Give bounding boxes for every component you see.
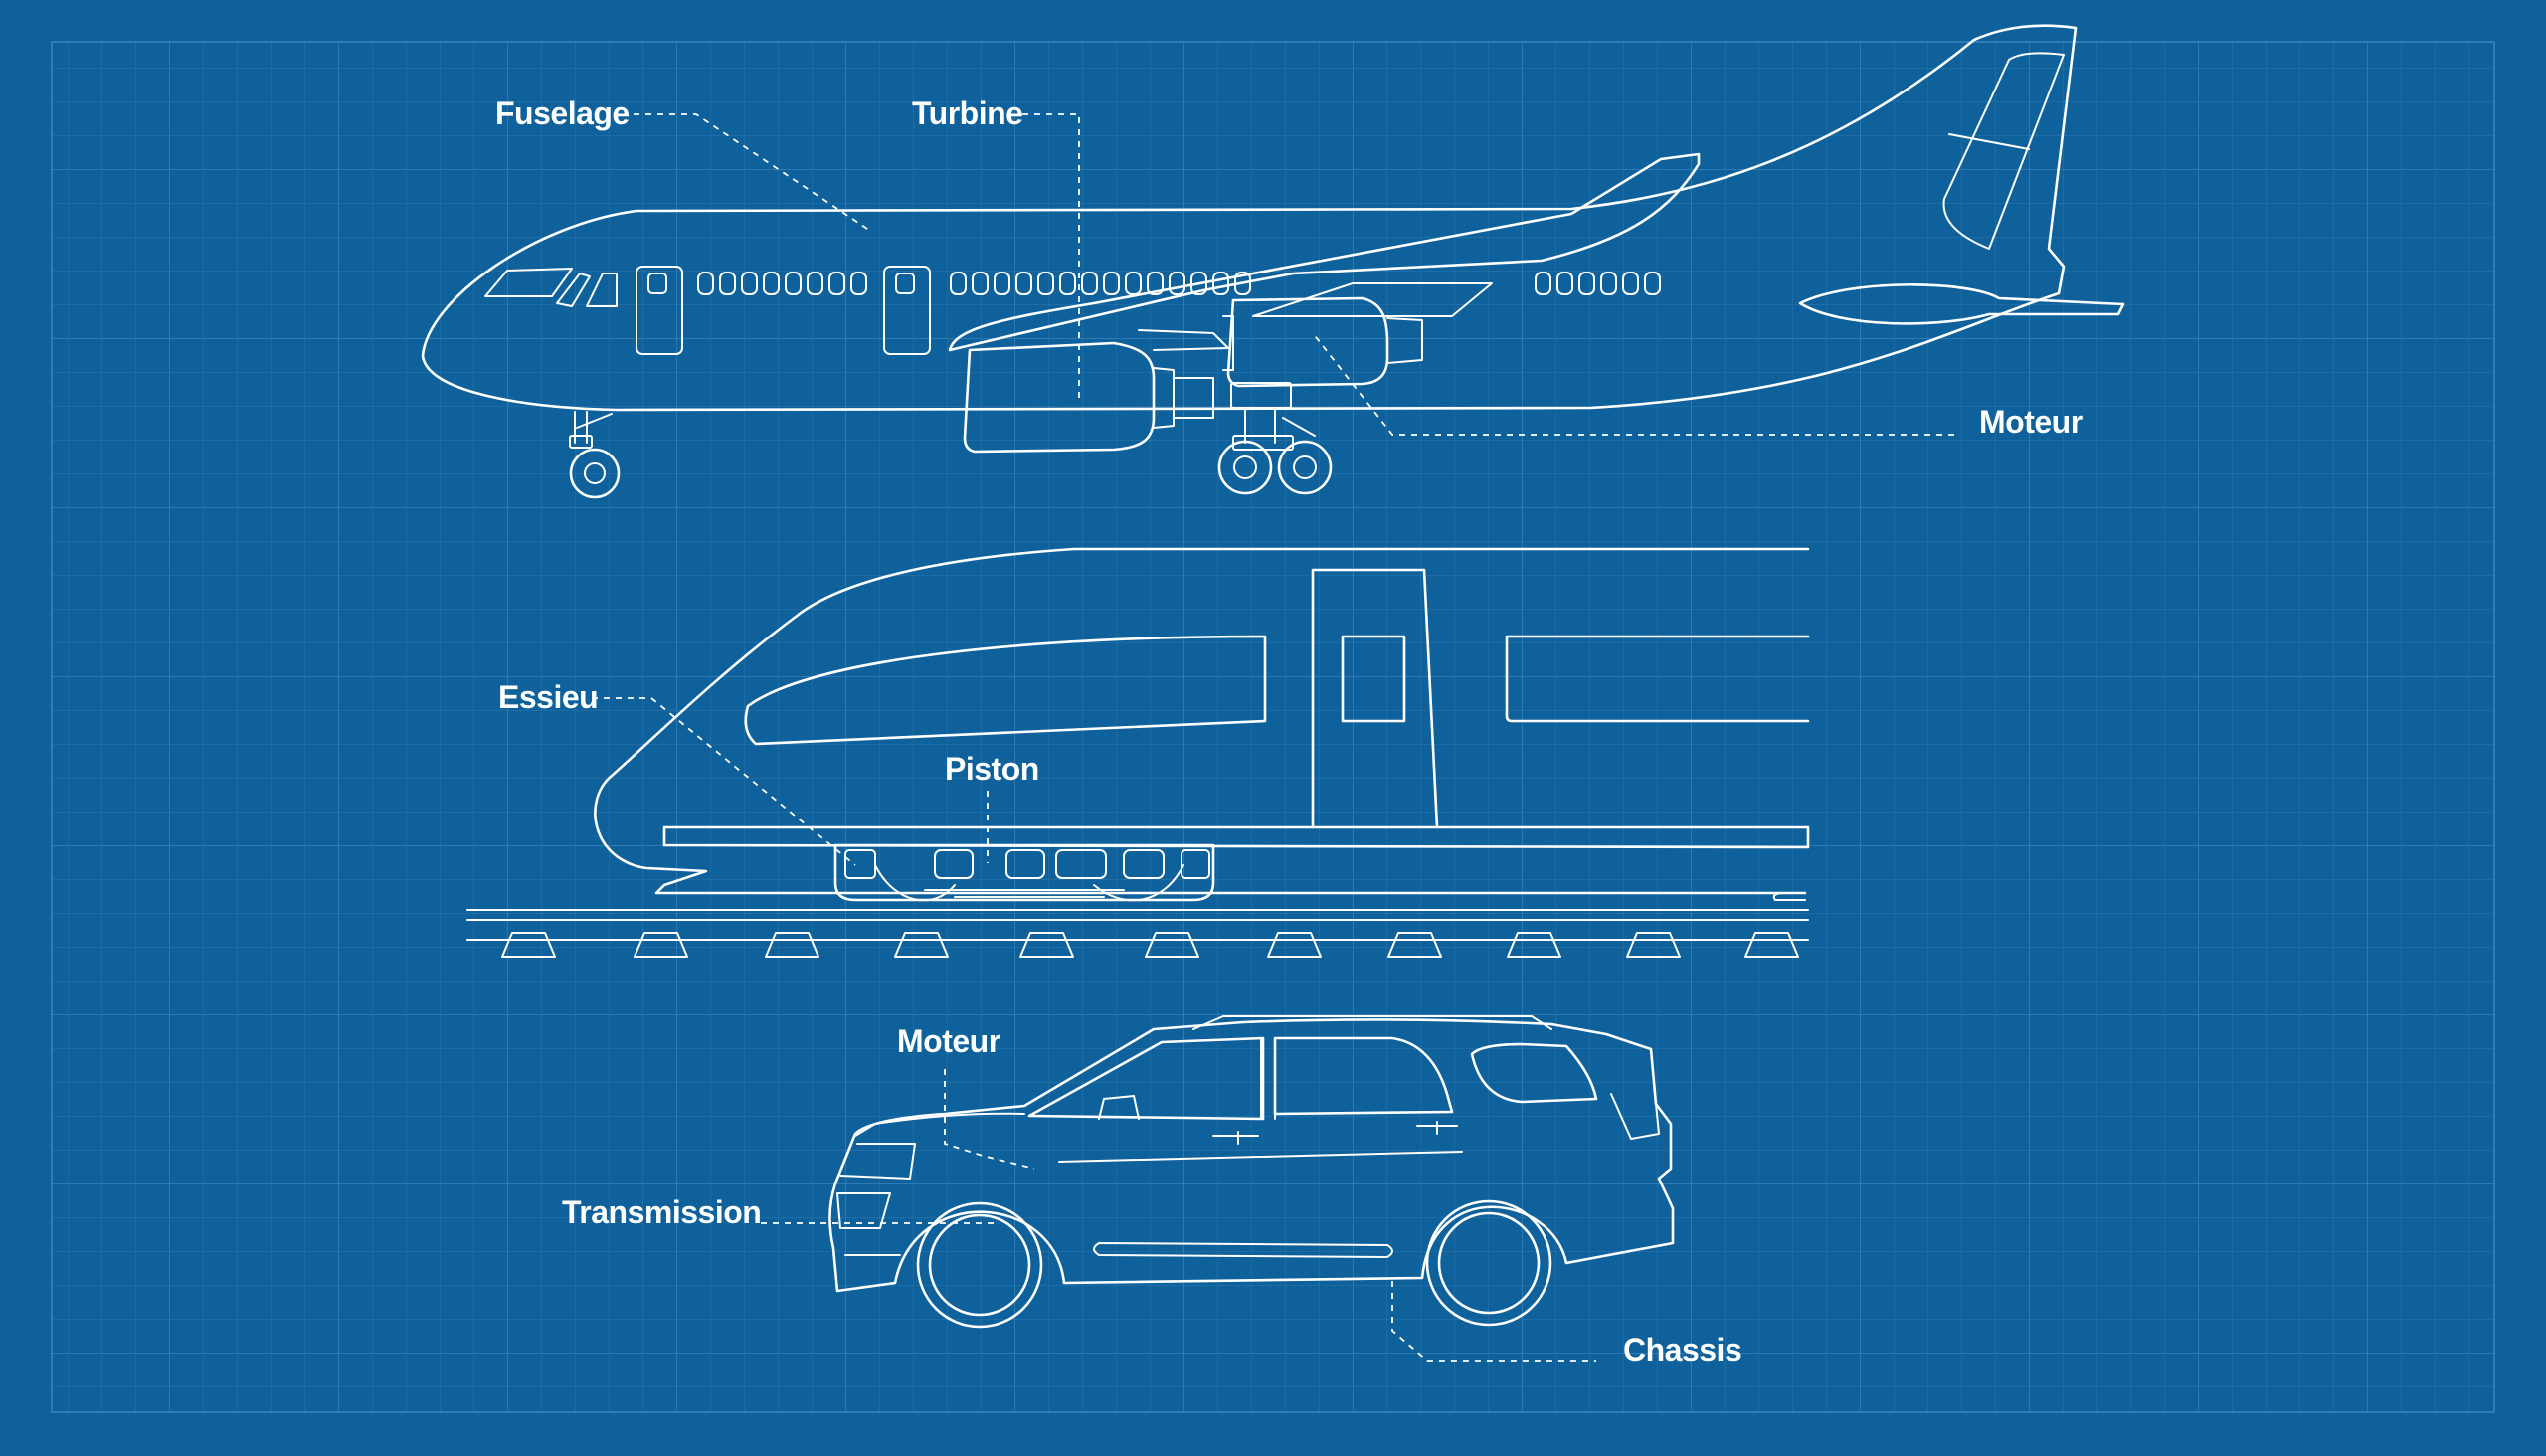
airplane-tail-line bbox=[1948, 133, 2030, 150]
train-door bbox=[1311, 568, 1439, 829]
suv bbox=[828, 1015, 1675, 1329]
train-skirt bbox=[662, 825, 1810, 849]
train bbox=[466, 547, 1810, 958]
train-windscreen bbox=[744, 635, 1267, 746]
label-piston: Piston bbox=[945, 751, 1039, 787]
airplane-landing-gear bbox=[569, 382, 1333, 499]
leader-essieu bbox=[592, 697, 856, 866]
grid bbox=[52, 42, 2494, 1412]
airplane bbox=[421, 24, 2125, 499]
suv-rocker bbox=[1093, 1242, 1393, 1258]
train-track bbox=[466, 909, 1809, 958]
suv-body bbox=[828, 1018, 1675, 1293]
airplane-stabilizer bbox=[1798, 283, 2125, 325]
airplane-cockpit-window-1 bbox=[484, 268, 573, 297]
leader-moteur-avion bbox=[1312, 332, 1954, 436]
leader-lines bbox=[592, 113, 1954, 1362]
label-fuselage: Fuselage bbox=[495, 95, 630, 131]
label-moteur-avion: Moteur bbox=[1979, 404, 2083, 440]
grid-border bbox=[51, 41, 2495, 1413]
train-bogie bbox=[833, 843, 1215, 902]
airplane-tail-inner bbox=[1942, 52, 2065, 250]
suv-roof-rack bbox=[1192, 1015, 1552, 1030]
train-body bbox=[594, 547, 1810, 895]
leader-moteur-voiture bbox=[944, 1069, 1035, 1170]
airplane-door-mid bbox=[883, 266, 931, 355]
label-essieu: Essieu bbox=[498, 679, 598, 715]
suv-mirror bbox=[1098, 1095, 1140, 1120]
airplane-wing bbox=[948, 152, 1701, 352]
suv-headlight bbox=[839, 1143, 916, 1180]
train-door-window bbox=[1341, 635, 1406, 723]
leader-chassis bbox=[1391, 1281, 1596, 1362]
suv-front-window bbox=[1027, 1036, 1265, 1121]
label-moteur-voiture: Moteur bbox=[897, 1023, 1000, 1059]
label-turbine: Turbine bbox=[912, 95, 1022, 131]
suv-grille bbox=[836, 1192, 891, 1229]
airplane-door-front bbox=[636, 266, 683, 355]
airplane-cockpit-window-2 bbox=[556, 273, 591, 307]
label-transmission: Transmission bbox=[562, 1194, 761, 1230]
label-chassis: Chassis bbox=[1623, 1332, 1741, 1367]
suv-quarter-window bbox=[1470, 1042, 1598, 1104]
suv-taillight bbox=[1610, 1093, 1660, 1140]
suv-rear-door-window bbox=[1273, 1036, 1454, 1116]
train-side-window bbox=[1505, 635, 1810, 723]
airplane-fuselage bbox=[421, 24, 2078, 412]
labels: Fuselage Turbine Moteur Essieu Piston Mo… bbox=[495, 95, 2083, 1367]
leader-fuselage bbox=[634, 113, 871, 232]
airplane-engine-rear bbox=[1226, 296, 1389, 388]
airplane-cockpit-window-3 bbox=[586, 273, 618, 307]
airplane-engine-front bbox=[963, 341, 1156, 454]
airplane-flap bbox=[1252, 282, 1493, 317]
suv-wheels bbox=[916, 1199, 1552, 1329]
